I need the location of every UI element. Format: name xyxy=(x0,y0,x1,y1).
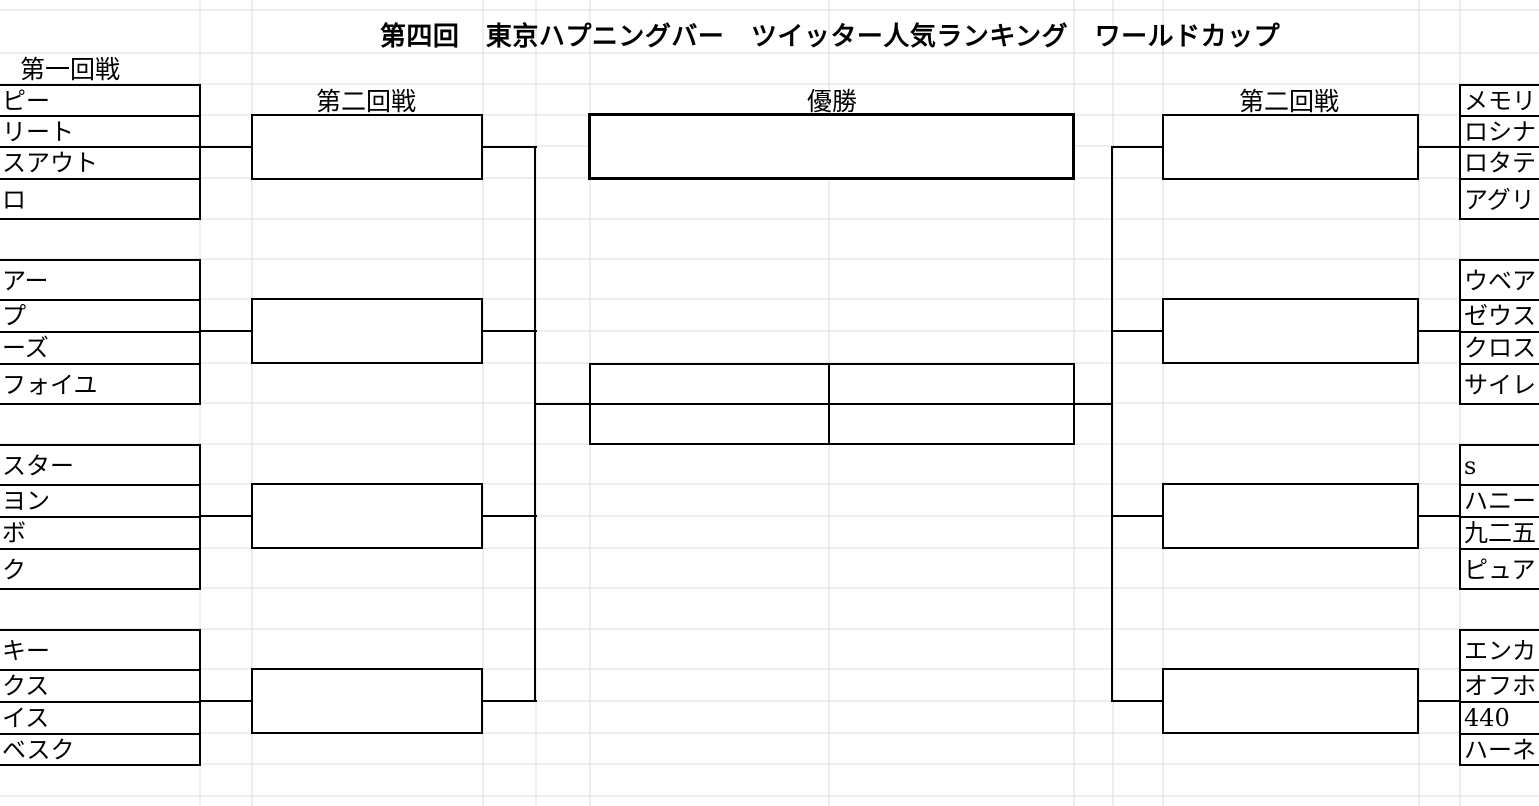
bracket-connector xyxy=(1111,700,1164,702)
final-header: 優勝 xyxy=(807,87,858,116)
bracket-connector xyxy=(482,146,537,148)
right-entry-cell[interactable]: アグリ xyxy=(1459,178,1539,220)
final-match-cell[interactable] xyxy=(828,363,1075,405)
left-entry-cell[interactable]: ーズ xyxy=(0,331,201,365)
left-entry-cell[interactable]: ベスク xyxy=(0,733,201,766)
round2-right-header: 第二回戦 xyxy=(1239,87,1340,116)
right-entry-cell[interactable]: ハーネ xyxy=(1459,733,1539,766)
bracket-connector xyxy=(1111,146,1113,702)
bracket-connector xyxy=(1111,515,1164,517)
bracket-connector xyxy=(482,700,537,702)
right-entry-cell[interactable]: ピュア xyxy=(1459,548,1539,590)
right-entry-cell[interactable]: ハニー xyxy=(1459,484,1539,518)
left-entry-cell[interactable]: ピー xyxy=(0,84,201,117)
round2-right-box[interactable] xyxy=(1162,668,1419,734)
final-match-cell[interactable] xyxy=(589,363,830,405)
bracket-connector xyxy=(1418,330,1461,332)
bracket-connector xyxy=(482,515,537,517)
left-entry-cell[interactable]: プ xyxy=(0,299,201,333)
bracket-connector xyxy=(199,700,252,702)
left-entry-cell[interactable]: ロ xyxy=(0,178,201,220)
left-entry-cell[interactable]: スアウト xyxy=(0,146,201,180)
round2-right-box[interactable] xyxy=(1162,483,1419,549)
sheet-title: 第四回 東京ハプニングバー ツイッター人気ランキング ワールドカップ xyxy=(379,22,1281,52)
bracket-connector xyxy=(1418,515,1461,517)
right-entry-cell[interactable]: 440 xyxy=(1459,701,1539,735)
round2-left-header: 第二回戦 xyxy=(316,87,417,116)
bracket-connector xyxy=(1111,146,1164,148)
round2-left-box[interactable] xyxy=(251,668,483,734)
right-entry-cell[interactable]: ロタテ xyxy=(1459,146,1539,180)
bracket-connector xyxy=(482,330,537,332)
round2-right-box[interactable] xyxy=(1162,298,1419,364)
right-entry-cell[interactable]: メモリ xyxy=(1459,84,1539,117)
left-entry-cell[interactable]: ヨン xyxy=(0,484,201,518)
champion-box[interactable] xyxy=(588,113,1075,180)
left-entry-cell[interactable]: アー xyxy=(0,259,201,301)
left-entry-cell[interactable]: クス xyxy=(0,669,201,703)
round2-left-box[interactable] xyxy=(251,298,483,364)
right-entry-cell[interactable]: ウベア xyxy=(1459,259,1539,301)
right-entry-cell[interactable]: 九二五 xyxy=(1459,516,1539,550)
left-entry-cell[interactable]: スター xyxy=(0,444,201,486)
right-entry-cell[interactable]: s xyxy=(1459,444,1539,486)
left-entry-cell[interactable]: キー xyxy=(0,629,201,671)
bracket-connector xyxy=(534,403,591,405)
final-match-cell[interactable] xyxy=(828,403,1075,445)
right-entry-cell[interactable]: ロシナ xyxy=(1459,115,1539,148)
bracket-connector xyxy=(199,330,252,332)
bracket-connector xyxy=(1418,146,1461,148)
right-entry-cell[interactable]: サイレ xyxy=(1459,363,1539,405)
right-entry-cell[interactable]: クロス xyxy=(1459,331,1539,365)
round2-right-box[interactable] xyxy=(1162,114,1419,180)
bracket-connector xyxy=(534,146,536,702)
right-entry-cell[interactable]: エンカ xyxy=(1459,629,1539,671)
left-entry-cell[interactable]: ボ xyxy=(0,516,201,550)
round1-left-header: 第一回戦 xyxy=(20,55,121,84)
bracket-connector xyxy=(1111,330,1164,332)
bracket-connector xyxy=(199,515,252,517)
bracket-connector xyxy=(1073,403,1113,405)
bracket-connector xyxy=(199,146,252,148)
left-entry-cell[interactable]: フォイユ xyxy=(0,363,201,405)
final-match-cell[interactable] xyxy=(589,403,830,445)
left-entry-cell[interactable]: リート xyxy=(0,115,201,148)
left-entry-cell[interactable]: ク xyxy=(0,548,201,590)
bracket-connector xyxy=(1418,700,1461,702)
right-entry-cell[interactable]: オフホ xyxy=(1459,669,1539,703)
right-entry-cell[interactable]: ゼウス xyxy=(1459,299,1539,333)
round2-left-box[interactable] xyxy=(251,114,483,180)
round2-left-box[interactable] xyxy=(251,483,483,549)
left-entry-cell[interactable]: イス xyxy=(0,701,201,735)
